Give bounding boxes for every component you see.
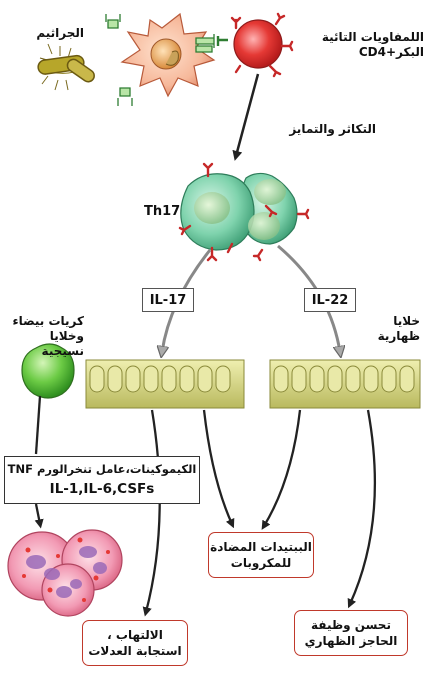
antimicrobial-peptides-line2: للمكروبات — [230, 556, 292, 570]
inflammation-line1: الالتهاب ، — [107, 628, 163, 642]
cytokines-to-neutrophil-arrow — [34, 503, 44, 529]
epithelium-right — [269, 359, 421, 409]
bacteria-icon — [37, 43, 95, 91]
naive-t-cell-label: اللمفاويات التائية البكر+CD4 — [296, 30, 424, 60]
epi-right-to-barrier-arrow — [347, 409, 377, 609]
th17-label: Th17 — [144, 204, 181, 219]
cytokines-box: الكيموكينات،عامل تنخرالورم TNF IL-1,IL-6… — [4, 456, 200, 504]
il17-box: IL-17 — [142, 288, 194, 312]
naive-t-cell-label-line1: اللمفاويات التائية — [321, 30, 424, 44]
epithelial-label: خلايا ظهارية — [360, 314, 420, 344]
wbc-label-line1: كريات بيضاء — [12, 314, 84, 328]
th17-cell-cluster — [178, 162, 310, 262]
naive-cd4-t-cell — [216, 12, 294, 78]
il22-box: IL-22 — [304, 288, 356, 312]
cytokines-box-line1: الكيموكينات،عامل تنخرالورم TNF — [7, 462, 197, 476]
epithelium-left — [85, 359, 245, 409]
epi-left-to-inflammation-arrow — [142, 409, 161, 617]
antimicrobial-peptides-line1: الببتيدات المضادة — [210, 540, 312, 554]
barrier-function-box: تحسن وظيفة الحاجز الظهاري — [294, 610, 408, 656]
wbc-to-cytokines-arrow — [34, 395, 42, 455]
inflammation-line2: استجابة العدلات — [88, 644, 182, 658]
barrier-function-line2: الحاجز الظهاري — [304, 634, 398, 648]
epithelial-label-line1: خلايا — [393, 314, 420, 328]
epi-right-to-amp-arrow — [261, 409, 302, 530]
epithelial-label-line2: ظهارية — [377, 329, 420, 343]
antimicrobial-peptides-box: الببتيدات المضادة للمكروبات — [208, 532, 314, 578]
white-blood-cell — [21, 343, 75, 399]
dendritic-cell — [120, 12, 216, 98]
cytokines-box-line2: IL-1,IL-6,CSFs — [49, 481, 155, 497]
neutrophil-cluster — [7, 529, 123, 617]
wbc-label-line2: وخلايا نسيجية — [41, 329, 84, 358]
proliferation-label: التكاثر والتمايز — [289, 122, 376, 136]
barrier-function-line1: تحسن وظيفة — [311, 618, 391, 632]
mhc-receptor-icon — [105, 14, 215, 106]
wbc-label: كريات بيضاء وخلايا نسيجية — [4, 314, 84, 359]
bacteria-label: الجراثيم — [36, 26, 84, 40]
inflammation-box: الالتهاب ، استجابة العدلات — [82, 620, 188, 666]
epi-left-to-amp-arrow — [202, 409, 235, 529]
naive-t-cell-label-line2: البكر+CD4 — [358, 45, 424, 59]
proliferation-arrow — [232, 73, 260, 161]
